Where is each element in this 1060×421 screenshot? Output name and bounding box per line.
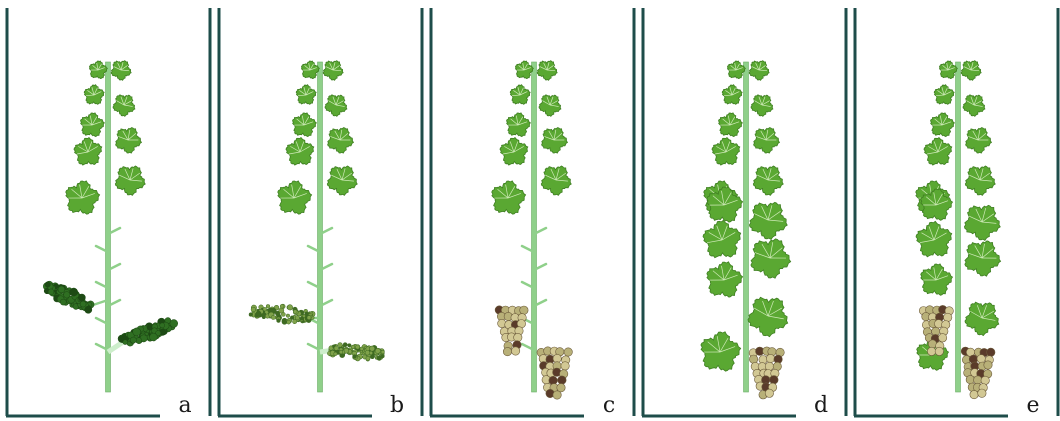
vine-shoot	[699, 58, 795, 399]
panel-b-drawing	[212, 0, 424, 421]
vine-shoot	[248, 58, 385, 392]
panel-a-drawing	[0, 0, 212, 421]
leaf	[962, 297, 1005, 340]
panel-d-drawing	[636, 0, 848, 421]
panel-label-c: c	[594, 394, 624, 418]
flowering-cluster	[327, 341, 385, 363]
leaf	[746, 197, 792, 243]
panel-e-drawing	[848, 0, 1060, 421]
leaf	[751, 162, 787, 198]
leaf	[749, 235, 794, 281]
leaf	[111, 91, 139, 119]
leaf	[961, 91, 989, 119]
leaf	[322, 58, 346, 82]
grape-bunch	[961, 347, 995, 399]
leaf	[537, 91, 565, 119]
leaf	[509, 83, 533, 107]
leaf	[721, 83, 745, 107]
panel-label-e: e	[1018, 394, 1048, 418]
leaf	[960, 58, 984, 82]
grape-bunch	[537, 347, 572, 399]
leaf	[709, 134, 744, 170]
leaf	[699, 329, 744, 375]
leaf	[705, 259, 746, 300]
leaf	[539, 162, 575, 198]
main-stem	[956, 62, 961, 392]
main-stem	[106, 62, 111, 392]
leaf	[919, 262, 955, 299]
leaf	[325, 162, 361, 198]
leaf	[913, 217, 958, 263]
leaf	[962, 201, 1005, 245]
leaf	[291, 111, 318, 139]
main-stem	[532, 62, 537, 392]
leaf	[744, 291, 794, 342]
vine-shoot	[913, 58, 1005, 399]
leaf	[752, 125, 782, 155]
leaf	[326, 125, 356, 155]
leaf	[921, 134, 956, 170]
leaf	[748, 58, 772, 82]
leaf	[83, 83, 107, 107]
main-stem	[744, 62, 749, 392]
leaf	[110, 58, 134, 82]
leaf	[323, 91, 351, 119]
leaf	[933, 83, 957, 107]
leaf	[79, 111, 106, 139]
flower-cluster	[39, 276, 97, 318]
leaf	[71, 134, 106, 170]
leaf	[295, 83, 319, 107]
leaf	[276, 178, 315, 217]
leaf	[963, 238, 1004, 279]
leaf	[964, 125, 994, 155]
panel-label-b: b	[382, 394, 412, 418]
leaf	[929, 111, 956, 139]
leaf	[114, 125, 144, 155]
vine-shoot	[39, 58, 181, 392]
panel-label-d: d	[806, 394, 836, 418]
leaf	[283, 134, 318, 170]
flower-cluster	[116, 313, 181, 352]
leaf	[699, 216, 747, 264]
leaf	[64, 178, 103, 217]
panel-c-drawing	[424, 0, 636, 421]
leaf	[749, 91, 777, 119]
leaf	[717, 111, 744, 139]
main-stem	[318, 62, 323, 392]
leaf	[113, 162, 149, 198]
leaf	[963, 162, 999, 198]
leaf	[540, 125, 570, 155]
grape-bunch	[749, 347, 784, 399]
leaf	[490, 178, 529, 217]
leaf	[497, 134, 532, 170]
vine-shoot	[490, 58, 575, 399]
flowering-cluster	[248, 301, 315, 327]
leaf	[536, 58, 560, 82]
panel-label-a: a	[170, 394, 200, 418]
grape-bunch	[495, 306, 528, 356]
leaf	[505, 111, 532, 139]
